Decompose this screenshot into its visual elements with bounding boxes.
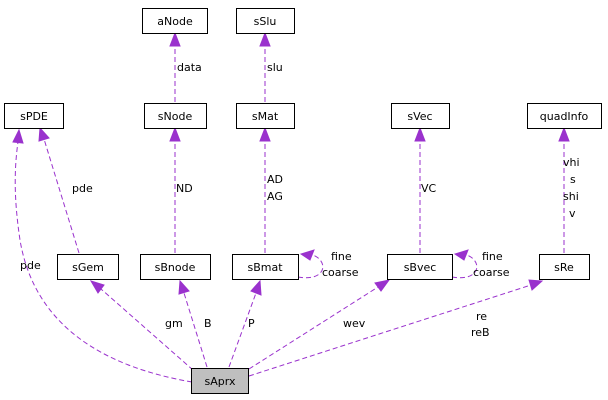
node-smat[interactable]: sMat — [236, 103, 295, 129]
edge-label-bmat-fine: fine — [331, 250, 352, 263]
edge-saprx-sbvec — [248, 279, 391, 370]
node-sgem-label: sGem — [72, 261, 104, 274]
node-sbmat-label: sBmat — [247, 261, 283, 274]
node-snode-label: sNode — [158, 110, 193, 123]
edge-label-pde-aprx: pde — [20, 259, 41, 272]
edge-label-b: B — [204, 317, 212, 330]
edge-sbvec-self — [451, 249, 478, 279]
node-sre-label: sRe — [554, 261, 574, 274]
node-sbvec[interactable]: sBvec — [387, 254, 453, 280]
edge-sbvec-svec — [414, 126, 426, 253]
node-spde[interactable]: sPDE — [4, 103, 64, 129]
edge-saprx-spde — [12, 128, 193, 383]
edge-sbmat-smat — [259, 126, 271, 253]
node-smat-label: sMat — [252, 110, 279, 123]
node-sslu[interactable]: sSlu — [236, 8, 295, 34]
node-saprx-label: sAprx — [205, 375, 236, 388]
edge-label-vhi: vhi — [563, 156, 580, 169]
edge-label-gm: gm — [165, 317, 183, 330]
edge-sbnode-snode — [169, 126, 181, 253]
edge-label-bvec-fine: fine — [482, 250, 503, 263]
node-sbnode[interactable]: sBnode — [140, 254, 211, 280]
node-sbmat[interactable]: sBmat — [232, 254, 299, 280]
edge-snode-anode — [169, 31, 181, 102]
edge-label-v: v — [569, 207, 576, 220]
node-anode[interactable]: aNode — [142, 8, 208, 34]
edge-label-data: data — [177, 61, 202, 74]
edge-label-s: s — [570, 173, 576, 186]
node-saprx[interactable]: sAprx — [191, 368, 249, 394]
edge-sgem-spde — [38, 126, 80, 254]
node-snode[interactable]: sNode — [144, 103, 207, 129]
node-sgem[interactable]: sGem — [57, 254, 119, 280]
edge-label-ag: AG — [267, 190, 283, 203]
edge-saprx-sbmat — [228, 279, 262, 368]
node-sbnode-label: sBnode — [155, 261, 196, 274]
edge-label-bvec-coarse: coarse — [473, 266, 510, 279]
edge-sre-quadinfo — [558, 126, 570, 253]
edge-label-nd: ND — [176, 182, 193, 195]
edge-smat-sslu — [259, 31, 271, 102]
edge-label-re: re — [476, 310, 487, 323]
edge-label-shi: shi — [563, 190, 579, 203]
edge-label-p: P — [248, 317, 255, 330]
edge-label-pde-gem: pde — [72, 182, 93, 195]
edge-sbmat-self — [297, 249, 324, 279]
node-svec[interactable]: sVec — [391, 103, 450, 129]
edge-label-slu: slu — [267, 61, 283, 74]
edge-label-wev: wev — [343, 317, 366, 330]
edge-label-vc: VC — [421, 182, 437, 195]
edge-label-ad: AD — [267, 173, 283, 186]
edge-label-bmat-coarse: coarse — [322, 266, 359, 279]
node-sbvec-label: sBvec — [404, 261, 437, 274]
node-anode-label: aNode — [157, 15, 193, 28]
node-quadinfo[interactable]: quadInfo — [527, 103, 602, 129]
edge-saprx-sgem — [89, 280, 194, 371]
node-quadinfo-label: quadInfo — [540, 110, 589, 123]
node-sre[interactable]: sRe — [539, 254, 590, 280]
node-sslu-label: sSlu — [254, 15, 277, 28]
node-spde-label: sPDE — [20, 110, 48, 123]
edge-saprx-sre — [248, 279, 544, 377]
node-svec-label: sVec — [407, 110, 432, 123]
edge-label-reb: reB — [471, 326, 490, 339]
edge-saprx-sbnode — [178, 279, 208, 368]
